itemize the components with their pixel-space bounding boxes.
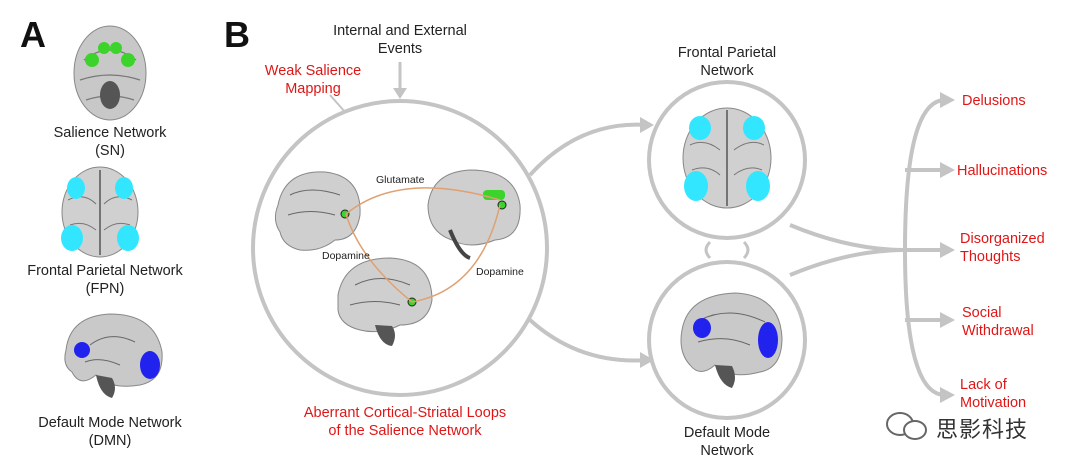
loop-caption-line-2: of the Salience Network (328, 423, 482, 439)
symptom-motivation-line-2: Motivation (960, 395, 1027, 411)
loop-caption-line-1: Aberrant Cortical-Striatal Loops (303, 405, 507, 421)
loop-brain-left (274, 171, 361, 251)
fpn-brain-image (61, 166, 139, 258)
dmn-abbr: (DMN) (88, 433, 132, 449)
weak-salience-line-2: Mapping (285, 81, 341, 97)
symptom-hallucinations: Hallucinations (957, 163, 1048, 179)
glutamate-label: Glutamate (376, 174, 425, 186)
dmn-brain-image (64, 313, 163, 398)
symptom-social-line-1: Social (962, 305, 1002, 321)
sn-abbr: (SN) (95, 143, 125, 159)
symptom-social-line-2: Withdrawal (962, 323, 1034, 339)
input-label-line-2: Events (377, 41, 423, 57)
dmn-title-line-2: Network (700, 443, 754, 459)
input-label-line-1: Internal and External (333, 23, 467, 39)
panel-a-letter: A (20, 14, 46, 55)
symptom-motivation-line-1: Lack of (960, 377, 1007, 393)
salience-loop-circle (251, 99, 549, 397)
watermark-text: 思影科技 (936, 417, 1029, 442)
fpn-circle (647, 80, 807, 240)
symptom-disorganized-thoughts: Disorganized Thoughts (960, 230, 1045, 266)
fpn-abbr: (FPN) (85, 281, 125, 297)
fpn-name: Frontal Parietal Network (27, 263, 183, 279)
sn-brain-image (73, 25, 147, 121)
dmn-label: Default Mode Network (DMN) (15, 414, 205, 450)
dmn-circle-brain (680, 292, 783, 388)
dopamine-left-label: Dopamine (322, 250, 370, 262)
symptom-lack-of-motivation: Lack of Motivation (960, 376, 1026, 412)
dmn-name: Default Mode Network (38, 415, 182, 431)
sn-name: Salience Network (53, 125, 167, 141)
dmn-circle (647, 260, 807, 420)
fpn-title-line-1: Frontal Parietal (677, 45, 777, 61)
weak-salience-label: Weak Salience Mapping (248, 62, 378, 98)
input-label: Internal and External Events (310, 22, 490, 58)
symptom-delusions: Delusions (962, 93, 1026, 109)
dopamine-right-label: Dopamine (476, 266, 524, 278)
loop-brain-right (427, 169, 521, 260)
dmn-title-line-1: Default Mode (683, 425, 771, 441)
symptom-disorganized-line-2: Thoughts (960, 249, 1021, 265)
sn-label: Salience Network (SN) (20, 124, 200, 160)
symptom-social-withdrawal: Social Withdrawal (962, 304, 1034, 340)
fpn-circle-brain (682, 107, 772, 209)
wechat-icon (886, 412, 927, 440)
panel-b-letter: B (224, 14, 250, 55)
fpn-title-line-2: Network (700, 63, 754, 79)
fpn-title: Frontal Parietal Network (657, 44, 797, 80)
weak-salience-line-1: Weak Salience (264, 63, 362, 79)
fpn-label: Frontal Parietal Network (FPN) (10, 262, 200, 298)
dmn-title: Default Mode Network (667, 424, 787, 460)
loop-caption: Aberrant Cortical-Striatal Loops of the … (290, 404, 520, 440)
symptom-disorganized-line-1: Disorganized (960, 231, 1045, 247)
loop-brain-bottom (337, 257, 433, 346)
